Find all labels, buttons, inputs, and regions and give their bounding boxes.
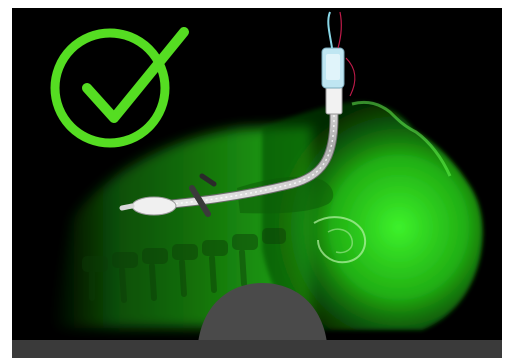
illustration-canvas bbox=[12, 8, 502, 358]
illustration-scene bbox=[12, 8, 502, 358]
bed-surface bbox=[12, 340, 502, 358]
checkmark-circle-icon bbox=[55, 32, 184, 143]
